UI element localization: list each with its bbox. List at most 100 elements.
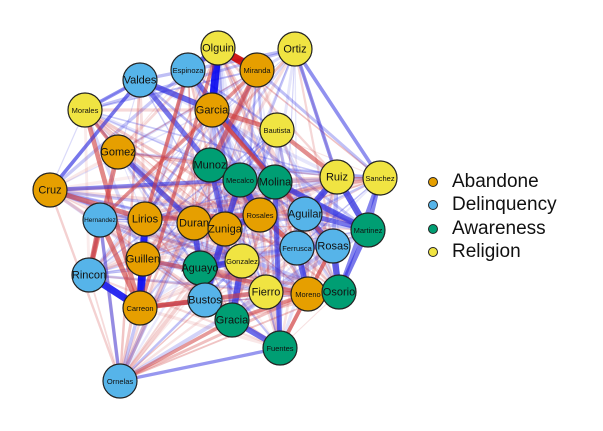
node-circle[interactable] bbox=[100, 134, 136, 170]
node-fierro[interactable]: Fierro bbox=[248, 274, 284, 310]
node-circle[interactable] bbox=[315, 228, 351, 264]
edge-bautista-rosas bbox=[275, 129, 335, 247]
node-bautista[interactable]: Bautista bbox=[259, 112, 295, 148]
node-label: Duran bbox=[179, 218, 209, 230]
edge-bautista-aguayo bbox=[198, 129, 279, 269]
node-circle[interactable] bbox=[214, 302, 250, 338]
node-molina[interactable]: Molina bbox=[257, 164, 293, 200]
edge-rincon-fuentes bbox=[88, 273, 281, 350]
edge-cruz-fierro bbox=[49, 188, 267, 294]
node-circle[interactable] bbox=[187, 282, 223, 318]
node-label: Gomez bbox=[100, 147, 135, 159]
node-circle[interactable] bbox=[122, 290, 158, 326]
node-label: Ornelas bbox=[107, 377, 134, 386]
node-circle[interactable] bbox=[82, 202, 118, 238]
node-label: Mecalco bbox=[226, 176, 254, 185]
node-circle[interactable] bbox=[207, 211, 243, 247]
node-circle[interactable] bbox=[287, 196, 323, 232]
node-circle[interactable] bbox=[279, 230, 315, 266]
node-label: Bautista bbox=[263, 126, 291, 135]
node-cruz[interactable]: Cruz bbox=[32, 172, 68, 208]
node-circle[interactable] bbox=[102, 363, 138, 399]
node-circle[interactable] bbox=[321, 274, 357, 310]
node-sanchez[interactable]: Sanchez bbox=[362, 160, 398, 196]
node-circle[interactable] bbox=[257, 164, 293, 200]
edge-miranda-munoz bbox=[207, 68, 260, 167]
node-mecalco[interactable]: Mecalco bbox=[222, 162, 258, 198]
node-gracia[interactable]: Gracia bbox=[214, 302, 250, 338]
edge-duran-ornelas bbox=[118, 222, 196, 382]
node-label: Ortiz bbox=[283, 44, 306, 56]
node-gonzalez[interactable]: Gonzalez bbox=[224, 243, 260, 279]
node-circle[interactable] bbox=[262, 330, 298, 366]
node-circle[interactable] bbox=[127, 201, 163, 237]
node-rincon[interactable]: Rincon bbox=[71, 257, 107, 293]
node-gomez[interactable]: Gomez bbox=[100, 134, 136, 170]
node-circle[interactable] bbox=[242, 197, 278, 233]
node-morales[interactable]: Morales bbox=[67, 92, 103, 128]
edge-morales-rosales bbox=[84, 108, 261, 217]
node-circle[interactable] bbox=[67, 92, 103, 128]
node-moreno[interactable]: Moreno bbox=[290, 276, 326, 312]
node-circle[interactable] bbox=[362, 160, 398, 196]
node-circle[interactable] bbox=[239, 52, 275, 88]
node-circle[interactable] bbox=[277, 31, 313, 67]
edge-gonzalez-ornelas bbox=[119, 260, 243, 382]
node-rosales[interactable]: Rosales bbox=[242, 197, 278, 233]
edge-ortiz-rosas bbox=[293, 48, 335, 247]
edge-ortiz-sanchez bbox=[293, 48, 382, 179]
node-circle[interactable] bbox=[200, 30, 236, 66]
node-circle[interactable] bbox=[259, 112, 295, 148]
node-valdes[interactable]: Valdes bbox=[122, 62, 158, 98]
node-rosas[interactable]: Rosas bbox=[315, 228, 351, 264]
edge-carreon-fuentes bbox=[139, 306, 281, 350]
node-carreon[interactable]: Carreon bbox=[122, 290, 158, 326]
node-ferrusca[interactable]: Ferrusca bbox=[279, 230, 315, 266]
node-label: Ruiz bbox=[326, 172, 348, 184]
node-circle[interactable] bbox=[224, 243, 260, 279]
node-circle[interactable] bbox=[32, 172, 68, 208]
node-ruiz[interactable]: Ruiz bbox=[319, 159, 355, 195]
node-garcia[interactable]: Garcia bbox=[194, 92, 230, 128]
node-circle[interactable] bbox=[350, 212, 386, 248]
node-circle[interactable] bbox=[319, 159, 355, 195]
edge-olguin-molina bbox=[217, 47, 276, 183]
edge-espinoza-duran bbox=[187, 69, 195, 224]
node-osorio[interactable]: Osorio bbox=[321, 274, 357, 310]
node-circle[interactable] bbox=[248, 274, 284, 310]
node-label: Gonzalez bbox=[226, 257, 258, 266]
edge-ortiz-ruiz bbox=[293, 48, 339, 178]
node-circle[interactable] bbox=[170, 52, 206, 88]
node-bustos[interactable]: Bustos bbox=[187, 282, 223, 318]
node-olguin[interactable]: Olguin bbox=[200, 30, 236, 66]
node-lirios[interactable]: Lirios bbox=[127, 201, 163, 237]
node-ornelas[interactable]: Ornelas bbox=[102, 363, 138, 399]
node-circle[interactable] bbox=[194, 92, 230, 128]
node-circle[interactable] bbox=[222, 162, 258, 198]
node-munoz[interactable]: Munoz bbox=[192, 147, 228, 183]
node-circle[interactable] bbox=[71, 257, 107, 293]
edge-garcia-lirios bbox=[143, 109, 214, 220]
edge-aguayo-ornelas bbox=[118, 267, 202, 382]
edge-miranda-rincon bbox=[88, 69, 258, 276]
node-guillen[interactable]: Guillen bbox=[125, 241, 161, 277]
node-circle[interactable] bbox=[125, 241, 161, 277]
node-fuentes[interactable]: Fuentes bbox=[262, 330, 298, 366]
node-ortiz[interactable]: Ortiz bbox=[277, 31, 313, 67]
node-martinez[interactable]: Martinez bbox=[350, 212, 386, 248]
node-circle[interactable] bbox=[122, 62, 158, 98]
node-hernandez[interactable]: Hernandez bbox=[82, 202, 118, 238]
node-espinoza[interactable]: Espinoza bbox=[170, 52, 206, 88]
node-label: Lirios bbox=[132, 214, 159, 226]
edge-morales-rincon bbox=[83, 109, 91, 276]
node-label: Fuentes bbox=[266, 344, 293, 353]
node-zuniga[interactable]: Zuniga bbox=[207, 211, 243, 247]
node-label: Rosas bbox=[317, 241, 349, 253]
node-aguilar[interactable]: Aguilar bbox=[287, 196, 323, 232]
node-label: Miranda bbox=[243, 66, 271, 75]
node-duran[interactable]: Duran bbox=[176, 205, 212, 241]
node-miranda[interactable]: Miranda bbox=[239, 52, 275, 88]
node-circle[interactable] bbox=[192, 147, 228, 183]
node-label: Hernandez bbox=[84, 217, 116, 224]
edge-valdes-ornelas bbox=[118, 79, 142, 382]
